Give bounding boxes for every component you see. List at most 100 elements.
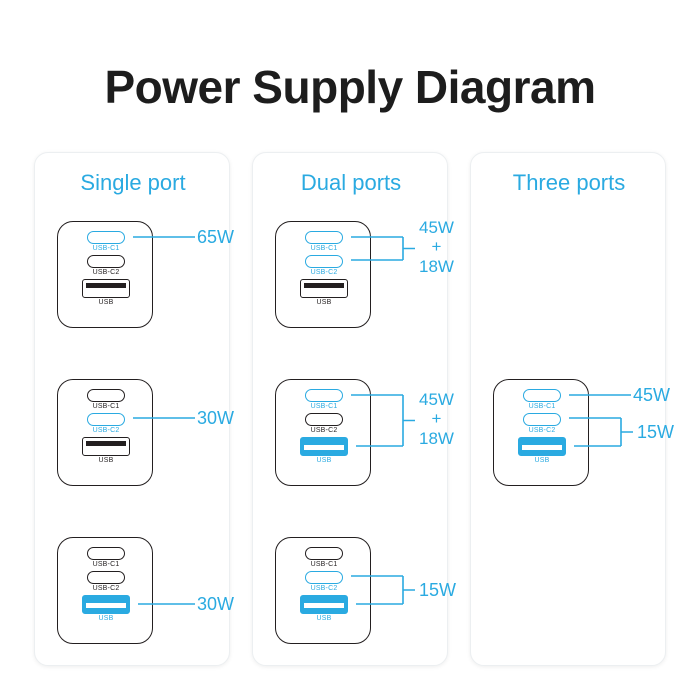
usb-a-port-icon bbox=[82, 437, 130, 456]
connector-wires bbox=[351, 236, 415, 261]
column-title: Dual ports bbox=[300, 170, 402, 195]
connector-wires bbox=[138, 603, 195, 605]
column-title: Single port bbox=[80, 170, 186, 195]
output-power-label: 45W + 18W bbox=[419, 389, 454, 448]
usb-c-port-icon bbox=[87, 571, 125, 584]
usb-c-port-icon bbox=[305, 389, 343, 402]
connector-wires bbox=[569, 394, 633, 447]
port-label: USB-C1 bbox=[310, 403, 338, 410]
port-group-usb-c2: USB-C2 bbox=[87, 571, 125, 592]
port-group-usb: USB bbox=[300, 595, 348, 622]
usb-c-port-icon bbox=[87, 547, 125, 560]
output-power-label: 65W bbox=[197, 226, 235, 247]
output-power-label: 30W bbox=[197, 407, 235, 428]
port-group-usb-c1: USB-C1 bbox=[523, 389, 561, 410]
usb-c-port-icon bbox=[87, 231, 125, 244]
usb-a-port-icon bbox=[300, 437, 348, 456]
output-power-label: 30W bbox=[197, 593, 235, 614]
port-group-usb: USB bbox=[300, 279, 348, 306]
port-label: USB-C2 bbox=[528, 427, 556, 434]
connector-bracket bbox=[351, 394, 415, 447]
port-group-usb: USB bbox=[82, 279, 130, 306]
port-group-usb: USB bbox=[518, 437, 566, 464]
port-group-usb-c2: USB-C2 bbox=[87, 255, 125, 276]
port-label: USB-C1 bbox=[92, 561, 120, 568]
port-label: USB bbox=[534, 457, 550, 464]
port-group-usb-c2: USB-C2 bbox=[305, 255, 343, 276]
port-group-usb-c1: USB-C1 bbox=[87, 389, 125, 410]
output-power-label: 45W bbox=[633, 384, 671, 405]
port-label: USB bbox=[98, 457, 114, 464]
port-group-usb-c1: USB-C1 bbox=[305, 547, 343, 568]
column-title: Three ports bbox=[512, 170, 626, 195]
port-label: USB bbox=[316, 457, 332, 464]
port-group-usb-c1: USB-C1 bbox=[305, 231, 343, 252]
connector-bracket bbox=[569, 417, 633, 447]
page-title: Power Supply Diagram bbox=[104, 61, 596, 113]
usb-c-port-icon bbox=[87, 255, 125, 268]
port-group-usb-c1: USB-C1 bbox=[87, 547, 125, 568]
port-group-usb-c2: USB-C2 bbox=[523, 413, 561, 434]
port-group-usb-c2: USB-C2 bbox=[305, 413, 343, 434]
port-label: USB bbox=[316, 615, 332, 622]
usb-c-port-icon bbox=[305, 231, 343, 244]
port-group-usb-c2: USB-C2 bbox=[87, 413, 125, 434]
port-label: USB-C1 bbox=[310, 561, 338, 568]
output-power-label: 15W bbox=[419, 579, 457, 600]
port-label: USB-C2 bbox=[310, 269, 338, 276]
port-label: USB-C1 bbox=[92, 245, 120, 252]
port-label: USB bbox=[316, 299, 332, 306]
port-label: USB-C2 bbox=[92, 427, 120, 434]
port-group-usb-c2: USB-C2 bbox=[305, 571, 343, 592]
connector-bracket bbox=[351, 236, 415, 261]
usb-c-port-icon bbox=[305, 255, 343, 268]
port-group-usb: USB bbox=[82, 437, 130, 464]
usb-c-port-icon bbox=[305, 571, 343, 584]
usb-c-port-icon bbox=[305, 413, 343, 426]
port-group-usb-c1: USB-C1 bbox=[305, 389, 343, 410]
connector-wires bbox=[133, 236, 195, 238]
port-label: USB-C2 bbox=[310, 585, 338, 592]
port-label: USB-C1 bbox=[92, 403, 120, 410]
port-group-usb: USB bbox=[300, 437, 348, 464]
port-label: USB bbox=[98, 615, 114, 622]
usb-c-port-icon bbox=[523, 413, 561, 426]
connector-wires bbox=[351, 394, 415, 447]
usb-a-port-icon bbox=[300, 595, 348, 614]
usb-a-port-icon bbox=[300, 279, 348, 298]
usb-c-port-icon bbox=[523, 389, 561, 402]
port-label: USB-C1 bbox=[528, 403, 556, 410]
connector-bracket bbox=[351, 575, 415, 605]
connector-wires bbox=[133, 417, 195, 419]
usb-a-port-icon bbox=[82, 595, 130, 614]
output-power-label: 15W bbox=[637, 421, 675, 442]
usb-a-port-icon bbox=[518, 437, 566, 456]
port-group-usb: USB bbox=[82, 595, 130, 622]
usb-a-port-icon bbox=[82, 279, 130, 298]
